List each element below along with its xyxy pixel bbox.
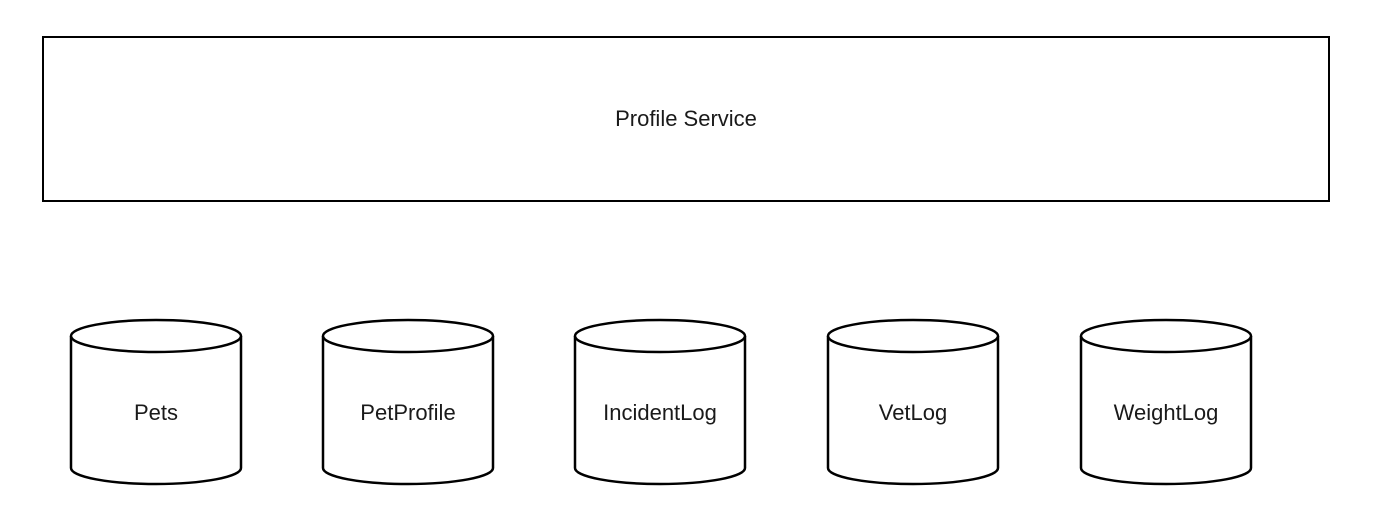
database-cylinder-icon	[321, 318, 495, 486]
database-pets[interactable]: Pets	[69, 318, 243, 488]
database-vetlog[interactable]: VetLog	[826, 318, 1000, 488]
profile-service-box[interactable]: Profile Service	[42, 36, 1330, 202]
profile-service-label: Profile Service	[615, 106, 757, 131]
database-incidentlog[interactable]: IncidentLog	[573, 318, 747, 488]
database-label: WeightLog	[1113, 400, 1219, 425]
database-label: IncidentLog	[603, 400, 717, 425]
database-label: Pets	[133, 400, 179, 425]
database-cylinder-icon	[826, 318, 1000, 486]
database-cylinder-icon	[573, 318, 747, 486]
database-petprofile[interactable]: PetProfile	[321, 318, 495, 488]
database-label: VetLog	[878, 400, 948, 425]
database-weightlog[interactable]: WeightLog	[1079, 318, 1253, 488]
database-label: PetProfile	[360, 400, 456, 425]
database-cylinder-icon	[1079, 318, 1253, 486]
database-cylinder-icon	[69, 318, 243, 486]
